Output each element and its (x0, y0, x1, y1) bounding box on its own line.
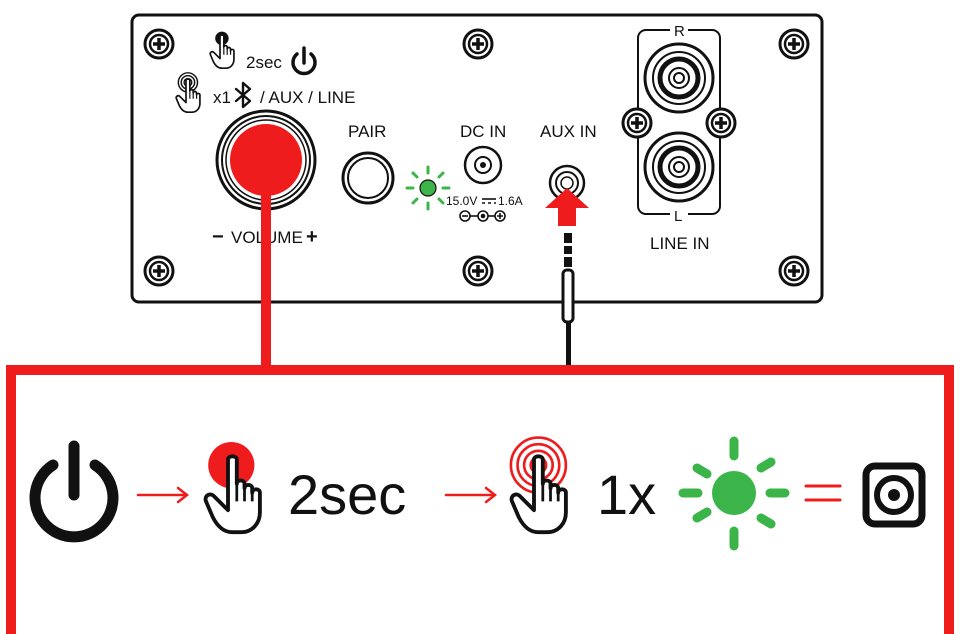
screw-icon (778, 28, 810, 60)
hold-hand-icon (203, 442, 262, 535)
polarity-icon (459, 210, 506, 222)
hold-duration: 2sec (288, 463, 406, 526)
rca-right-label: R (674, 23, 685, 40)
arrow-right-icon (444, 486, 498, 504)
screw-icon (143, 255, 175, 287)
dc-symbol-icon (482, 198, 496, 204)
callout-frame (6, 365, 954, 634)
screw-icon (778, 255, 810, 287)
volume-knob[interactable] (215, 109, 317, 211)
dc-jack (463, 145, 503, 185)
screw-icon (462, 28, 494, 60)
panel-mode-text: / AUX / LINE (260, 88, 355, 107)
volume-plus: + (306, 226, 318, 248)
tap-hand-icon (175, 72, 201, 114)
screw-icon (143, 28, 175, 60)
power-icon (291, 46, 317, 76)
tap-count: 1x (597, 463, 656, 526)
insert-arrow (545, 188, 589, 226)
dc-current: 1.6A (498, 194, 523, 208)
screw-icon (621, 107, 653, 139)
bluetooth-icon (234, 81, 252, 109)
arrow-right-icon (136, 486, 190, 504)
screw-icon (705, 107, 737, 139)
rca-left-jack (643, 131, 715, 203)
screw-icon (462, 255, 494, 287)
pair-label: PAIR (348, 122, 386, 141)
dc-in-label: DC IN (460, 122, 506, 141)
aux-jack (548, 164, 586, 202)
aux-in-label: AUX IN (540, 122, 597, 141)
volume-minus: − (212, 226, 224, 248)
tap-hand-icon (509, 436, 568, 535)
pair-button[interactable] (341, 151, 395, 205)
power-icon (29, 440, 119, 543)
dc-rating: 15.0V (446, 194, 477, 208)
led-blink-icon (678, 436, 790, 551)
panel-tap-count: x1 (213, 88, 231, 107)
rca-right-jack (643, 42, 715, 114)
equals-icon (804, 484, 842, 502)
panel-hold-time: 2sec (246, 53, 282, 72)
rca-left-label: L (674, 208, 682, 225)
aux-source-icon (862, 462, 926, 528)
led-icon (405, 165, 451, 211)
hold-hand-icon (209, 31, 235, 70)
line-in-label: LINE IN (650, 234, 710, 253)
aux-cable (561, 233, 575, 368)
